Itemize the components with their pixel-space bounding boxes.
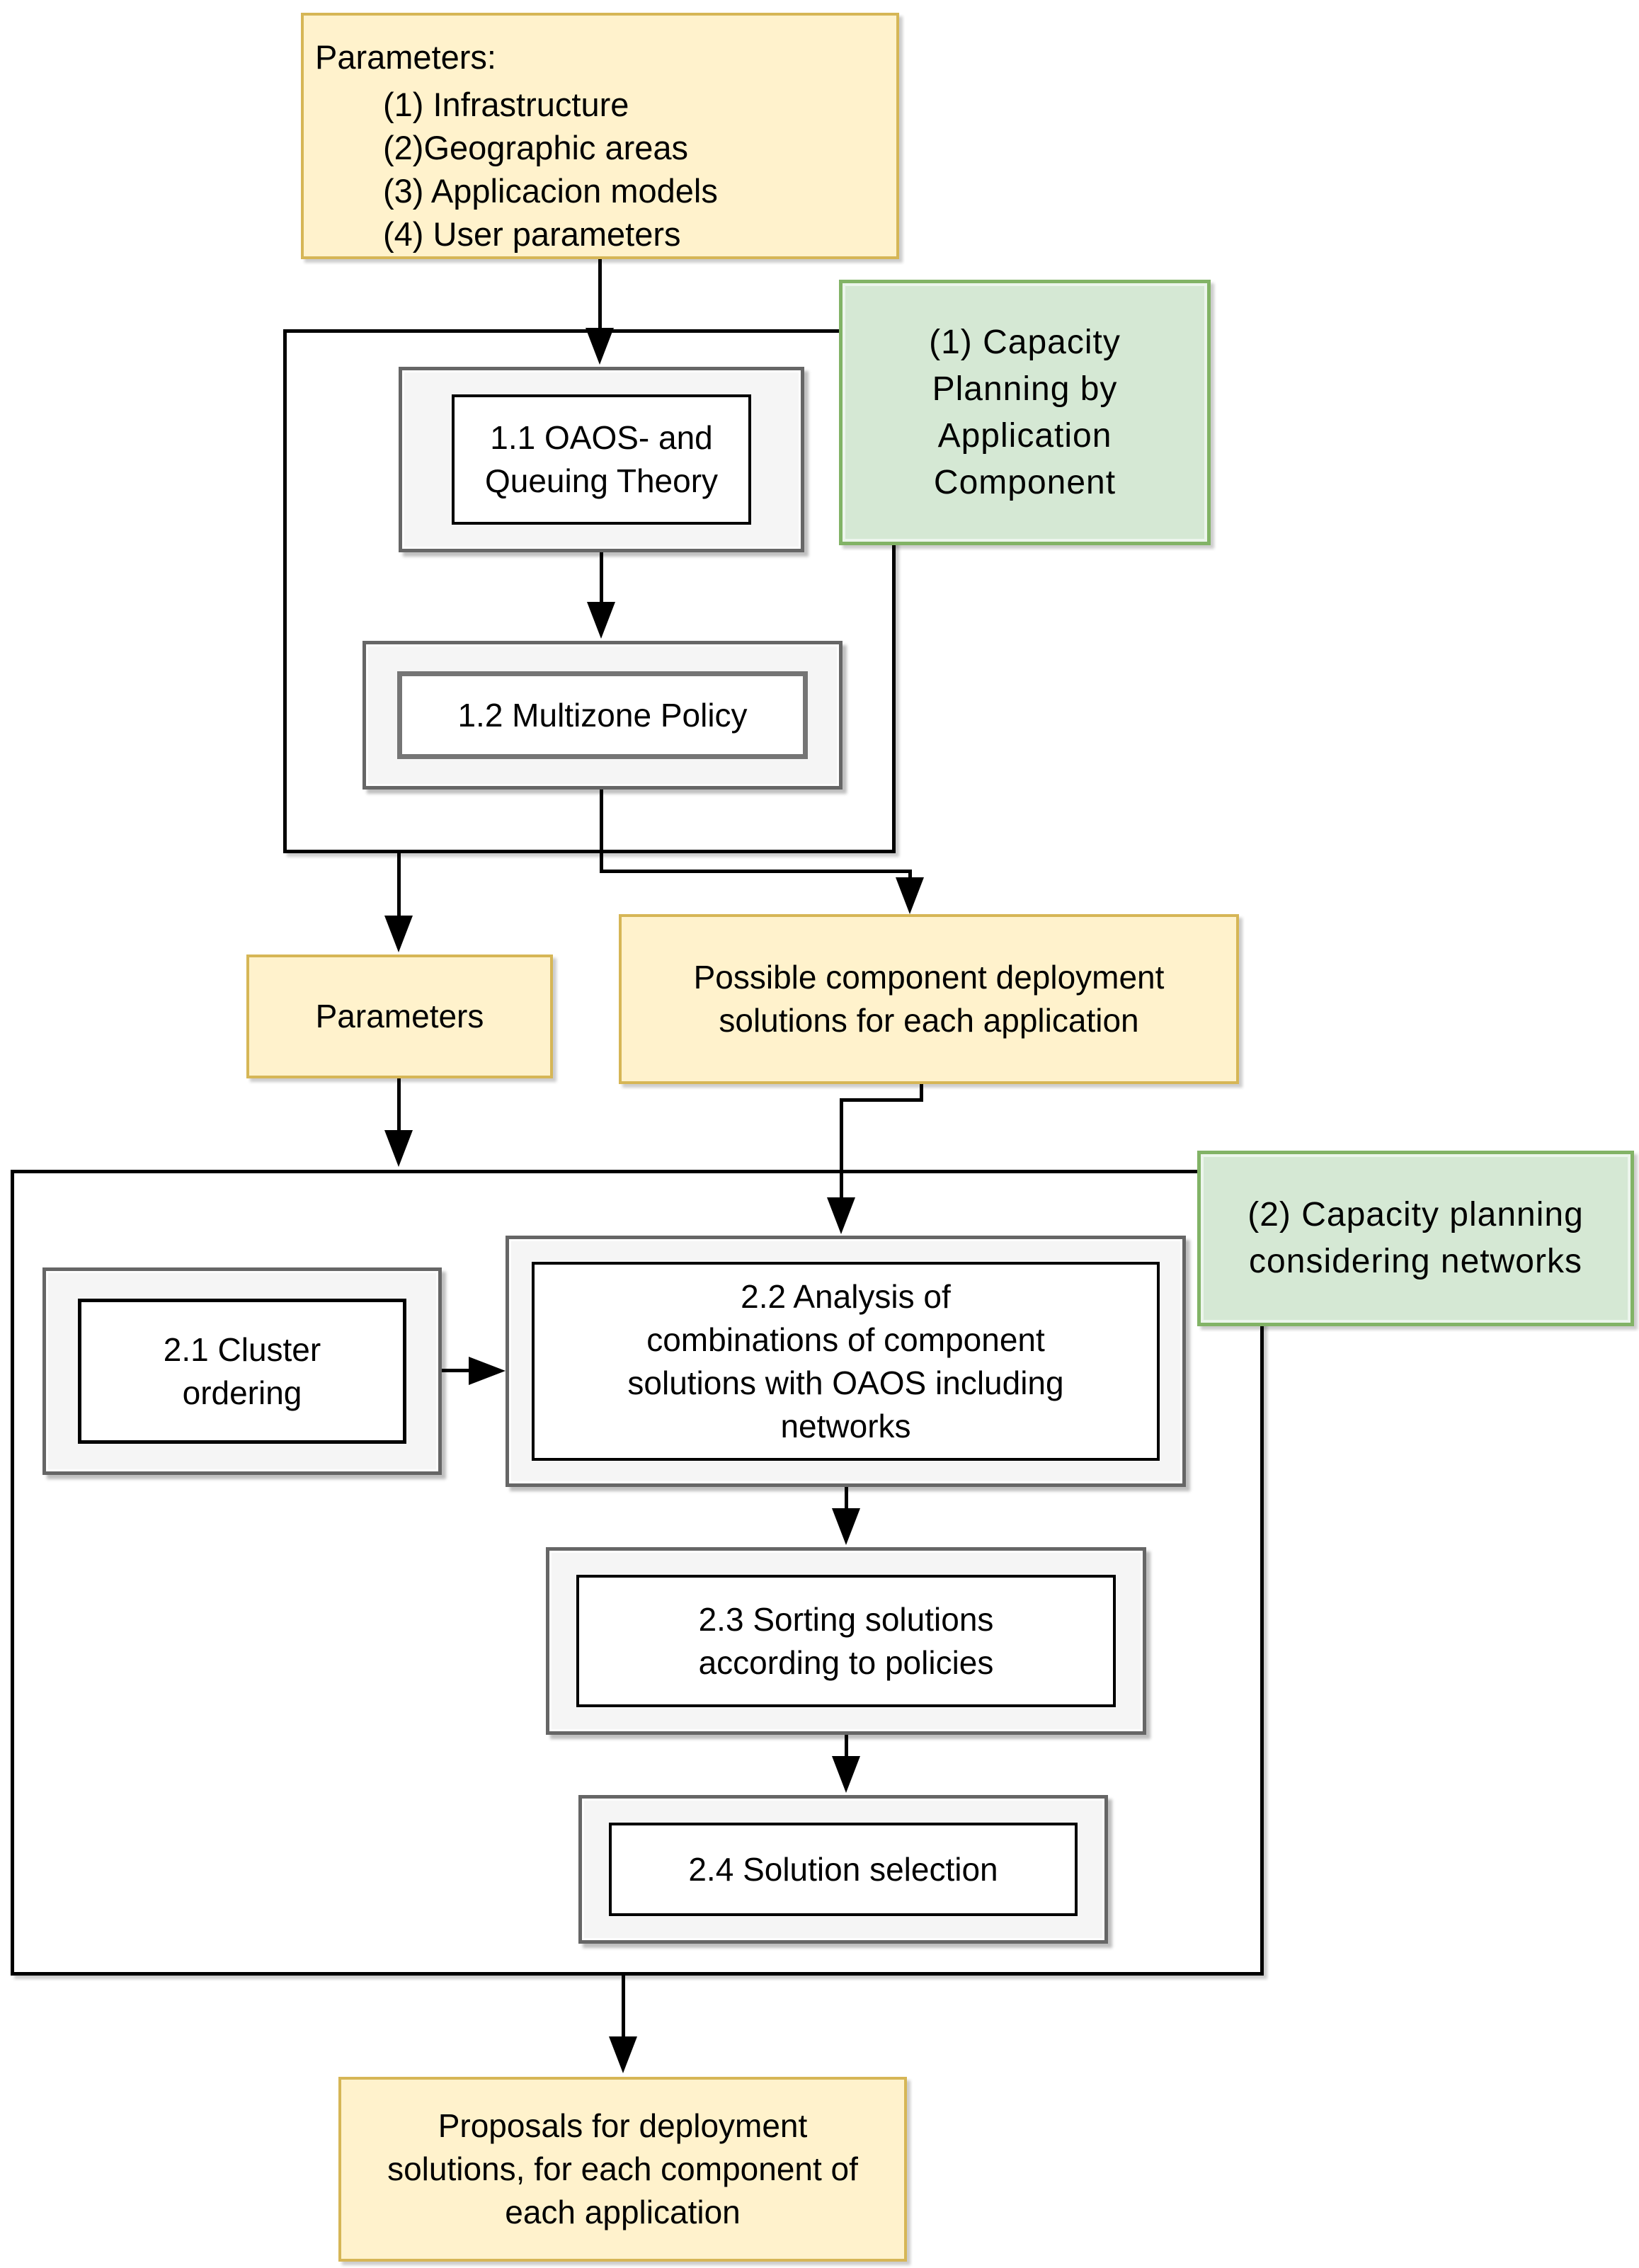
step-1-1-outer-box: 1.1 OAOS- and Queuing Theory bbox=[399, 367, 804, 552]
connector-possible-to-step22-seg2 bbox=[840, 1098, 923, 1102]
input-parameters-title: Parameters: bbox=[315, 38, 496, 76]
proposals-box: Proposals for deployment solutions, for … bbox=[338, 2077, 907, 2262]
step-2-4-box: 2.4 Solution selection bbox=[609, 1823, 1078, 1916]
step-2-4-outer-box: 2.4 Solution selection bbox=[578, 1795, 1108, 1944]
arrowhead-step23-to-step24 bbox=[832, 1756, 860, 1793]
step-2-1-outer-box: 2.1 Cluster ordering bbox=[42, 1267, 442, 1475]
arrowhead-step12-to-possible bbox=[896, 877, 924, 914]
arrowhead-step11-to-step12 bbox=[587, 602, 615, 639]
arrowhead-step22-to-step23 bbox=[832, 1508, 860, 1545]
connector-step22-to-step23 bbox=[845, 1487, 848, 1514]
step-1-1-box: 1.1 OAOS- and Queuing Theory bbox=[452, 394, 751, 525]
step-1-2-outer-box: 1.2 Multizone Policy bbox=[362, 641, 843, 790]
arrowhead-possible-to-step22 bbox=[827, 1197, 855, 1234]
arrowhead-input-to-step11 bbox=[586, 328, 614, 365]
input-parameter-item-user-parameters: (4) User parameters bbox=[383, 215, 681, 253]
phase2-container-box bbox=[11, 1170, 1264, 1976]
connector-step12-to-possible-seg2 bbox=[600, 870, 911, 873]
connector-phase2-to-proposals bbox=[622, 1976, 625, 2041]
phase2-label-box: (2) Capacity planning considering networ… bbox=[1197, 1151, 1634, 1326]
connector-phase1-to-parameters bbox=[397, 853, 401, 922]
connector-step11-to-step12 bbox=[600, 552, 603, 605]
phase1-label-box: (1) Capacity Planning by Application Com… bbox=[839, 280, 1211, 545]
connector-input-to-step11 bbox=[598, 259, 602, 331]
connector-parameters-to-phase2 bbox=[397, 1078, 401, 1134]
connector-possible-to-step22-seg1 bbox=[920, 1084, 923, 1102]
connector-possible-to-step22-seg3 bbox=[840, 1098, 843, 1202]
step-2-3-outer-box: 2.3 Sorting solutions according to polic… bbox=[546, 1547, 1146, 1735]
input-parameters-box: Parameters: (1) Infrastructure (2)Geogra… bbox=[301, 13, 899, 259]
arrowhead-phase1-to-parameters bbox=[384, 916, 413, 952]
step-2-2-outer-box: 2.2 Analysis of combinations of componen… bbox=[506, 1236, 1186, 1487]
input-parameter-item-application-models: (3) Applicacion models bbox=[383, 172, 718, 210]
possible-solutions-box: Possible component deployment solutions … bbox=[619, 914, 1239, 1084]
arrowhead-phase2-to-proposals bbox=[609, 2036, 637, 2073]
arrowhead-step21-to-step22 bbox=[469, 1357, 506, 1385]
step-1-2-box: 1.2 Multizone Policy bbox=[397, 671, 808, 759]
step-2-3-box: 2.3 Sorting solutions according to polic… bbox=[576, 1575, 1116, 1707]
step-2-1-box: 2.1 Cluster ordering bbox=[78, 1299, 406, 1444]
connector-step21-to-step22 bbox=[442, 1369, 481, 1372]
step-2-2-box: 2.2 Analysis of combinations of componen… bbox=[532, 1262, 1160, 1461]
parameters-mid-box: Parameters bbox=[246, 955, 553, 1078]
connector-step23-to-step24 bbox=[845, 1735, 848, 1762]
input-parameter-item-geographic-areas: (2)Geographic areas bbox=[383, 129, 689, 166]
arrowhead-parameters-to-phase2 bbox=[384, 1130, 413, 1167]
connector-step12-to-possible-seg1 bbox=[600, 790, 603, 873]
input-parameter-item-infrastructure: (1) Infrastructure bbox=[383, 86, 629, 123]
